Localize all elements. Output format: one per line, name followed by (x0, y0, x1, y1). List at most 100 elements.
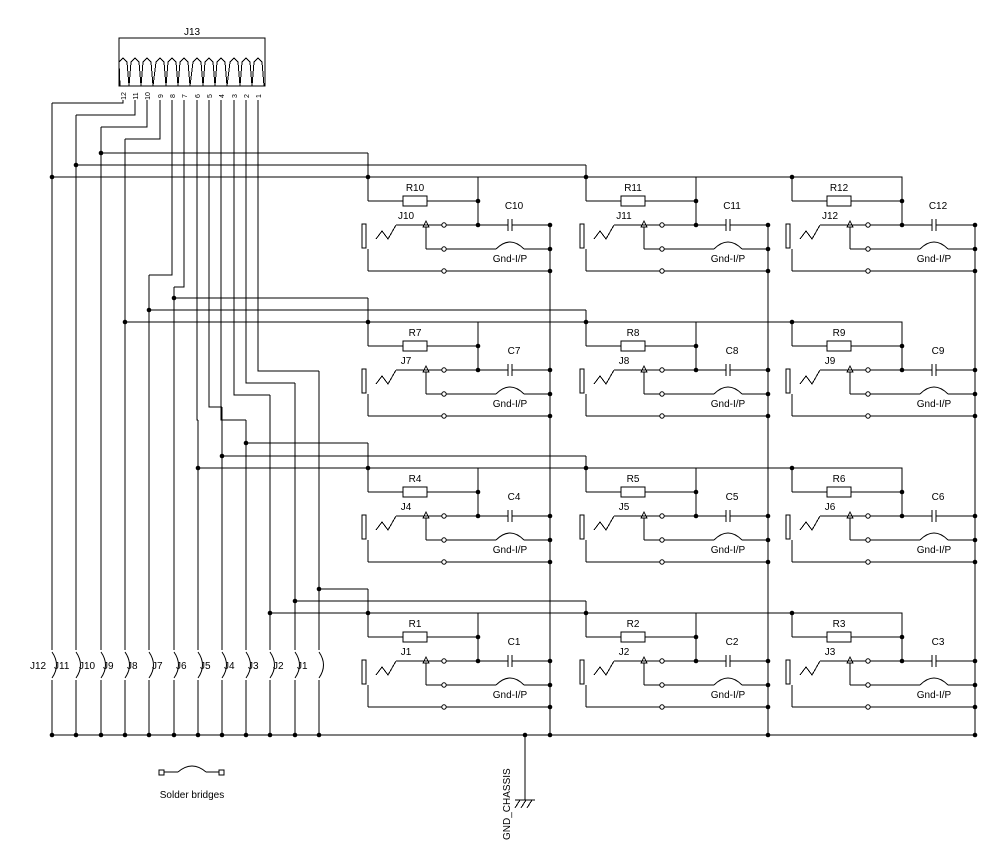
terminal-circle (441, 658, 447, 664)
junction-dot (475, 658, 481, 664)
resistor (402, 195, 428, 207)
terminal-circle (659, 413, 665, 419)
junction-dot (547, 704, 553, 710)
junction-dot (475, 513, 481, 519)
solder-bridge (173, 651, 179, 679)
terminal-circle (659, 222, 665, 228)
jack-sleeve (785, 659, 791, 685)
connector-pin-number: 5 (207, 94, 214, 98)
capacitor-label: C9 (932, 346, 945, 357)
jack-tip-contact (375, 369, 397, 385)
gnd-label: Gnd-I/P (711, 399, 746, 410)
terminal-circle (441, 704, 447, 710)
connector-pin-number: 10 (145, 92, 152, 100)
junction-dot (316, 586, 322, 592)
resistor-label: R7 (409, 328, 422, 339)
junction-dot (547, 682, 553, 688)
junction-dot (972, 513, 978, 519)
terminal-circle (659, 559, 665, 565)
terminal-circle (441, 559, 447, 565)
connector-pin-number: 1 (256, 94, 263, 98)
junction-dot (292, 732, 298, 738)
jack-sleeve (579, 223, 585, 249)
jack-sleeve (579, 368, 585, 394)
resistor (620, 631, 646, 643)
terminal-circle (865, 246, 871, 252)
gnd-label: Gnd-I/P (493, 545, 528, 556)
junction-dot (49, 174, 55, 180)
junction-dot (365, 610, 371, 616)
terminal-circle (659, 367, 665, 373)
junction-dot (547, 246, 553, 252)
junction-dot (972, 704, 978, 710)
resistor (826, 486, 852, 498)
bus-jack-label: J5 (200, 661, 211, 672)
junction-dot (789, 319, 795, 325)
junction-dot (146, 732, 152, 738)
gnd-label: Gnd-I/P (711, 690, 746, 701)
junction-dot (693, 513, 699, 519)
junction-dot (219, 732, 225, 738)
junction-dot (547, 658, 553, 664)
junction-dot (267, 610, 273, 616)
junction-dot (267, 732, 273, 738)
junction-dot (98, 150, 104, 156)
resistor (402, 340, 428, 352)
terminal-circle (659, 704, 665, 710)
terminal-circle (659, 268, 665, 274)
connector-pin-number: 8 (170, 94, 177, 98)
jack-arrow (422, 364, 430, 373)
jack-sleeve (361, 659, 367, 685)
connector-trace (149, 100, 173, 276)
jack-sleeve (785, 223, 791, 249)
junction-dot (243, 440, 249, 446)
junction-dot (899, 198, 905, 204)
resistor-loop (792, 467, 903, 516)
junction-dot (73, 732, 79, 738)
gnd-label: Gnd-I/P (711, 254, 746, 265)
connector-trace (76, 100, 136, 116)
resistor-label: R6 (833, 474, 846, 485)
junction-dot (899, 513, 905, 519)
terminal-circle (865, 513, 871, 519)
junction-dot (765, 367, 771, 373)
jack-sleeve (785, 514, 791, 540)
jack-label: J9 (825, 356, 836, 367)
junction-dot (765, 222, 771, 228)
junction-dot (547, 367, 553, 373)
jack-tip-contact (375, 660, 397, 676)
solder-bridge (124, 651, 130, 679)
junction-dot (146, 307, 152, 313)
resistor-label: R12 (830, 183, 849, 194)
junction-dot (693, 222, 699, 228)
jack-label: J12 (822, 211, 839, 222)
terminal-circle (441, 367, 447, 373)
resistor (620, 195, 646, 207)
capacitor-label: C7 (508, 346, 521, 357)
junction-dot (73, 162, 79, 168)
resistor-label: R1 (409, 619, 422, 630)
junction-dot (789, 174, 795, 180)
junction-dot (789, 610, 795, 616)
resistor-label: R4 (409, 474, 422, 485)
jack-label: J5 (619, 502, 630, 513)
junction-dot (547, 732, 553, 738)
connector-pin-number: 6 (195, 94, 202, 98)
junction-dot (547, 537, 553, 543)
chassis-ground-hatch (514, 799, 521, 809)
junction-dot (475, 222, 481, 228)
capacitor-label: C4 (508, 492, 521, 503)
jack-tip-contact (593, 369, 615, 385)
gnd-bridge (495, 241, 525, 250)
gnd-bridge (713, 241, 743, 250)
junction-dot (365, 465, 371, 471)
terminal-circle (659, 682, 665, 688)
junction-dot (292, 598, 298, 604)
resistor-loop (792, 321, 903, 370)
resistor-label: R3 (833, 619, 846, 630)
junction-dot (693, 658, 699, 664)
chassis-ground-hatch (520, 799, 527, 809)
gnd-label: Gnd-I/P (917, 399, 952, 410)
solder-bridge (221, 651, 227, 679)
